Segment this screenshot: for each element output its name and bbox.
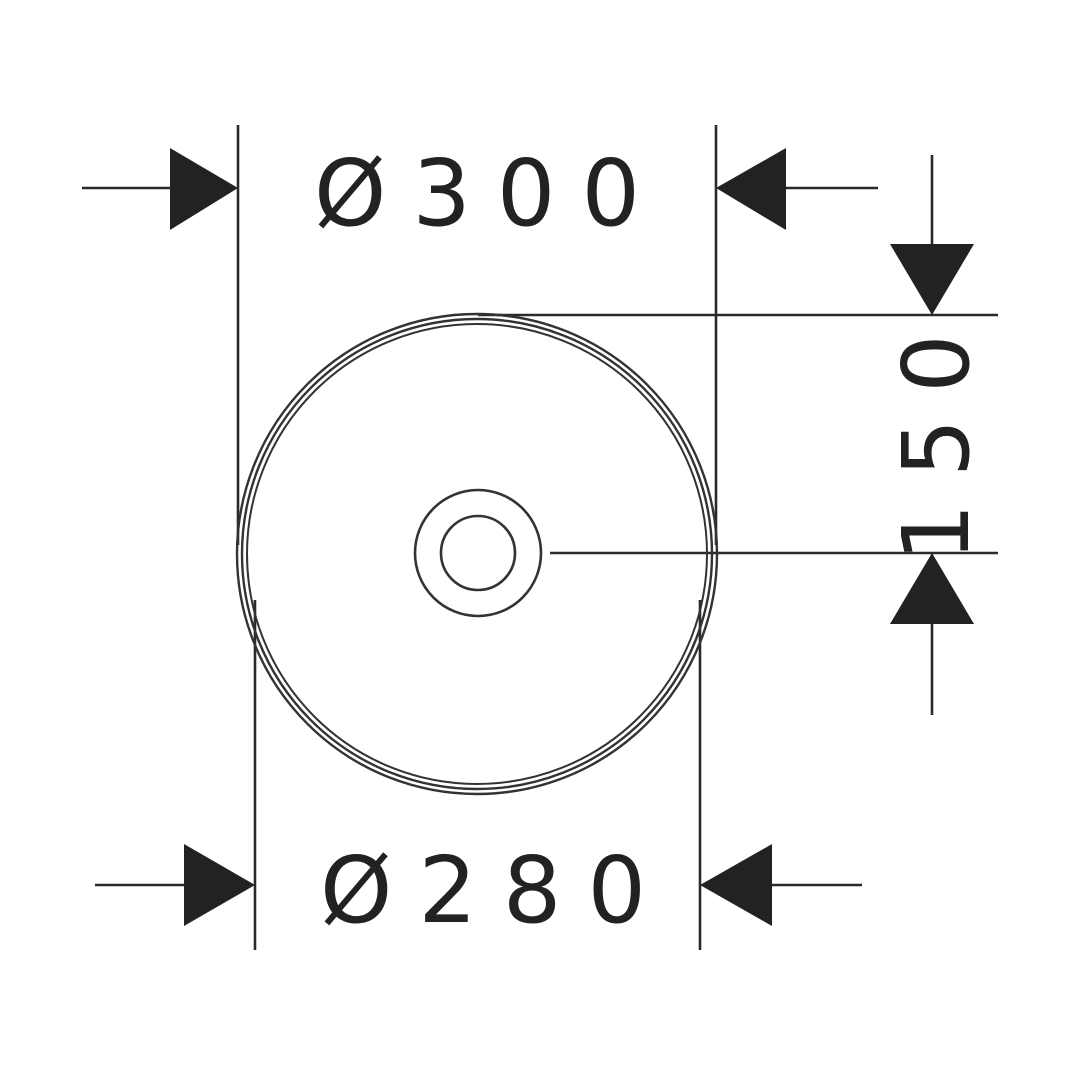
top-diameter-label: Ø300 — [314, 140, 666, 247]
height-label: 150 — [883, 308, 990, 562]
bottom-diameter-label: Ø280 — [320, 837, 672, 944]
drain-icon — [413, 488, 543, 618]
bottom-dimension-arrows — [95, 844, 862, 926]
top-dimension-arrows — [82, 148, 878, 230]
height-dimension-arrows — [890, 155, 974, 715]
basin-outline — [235, 312, 719, 796]
